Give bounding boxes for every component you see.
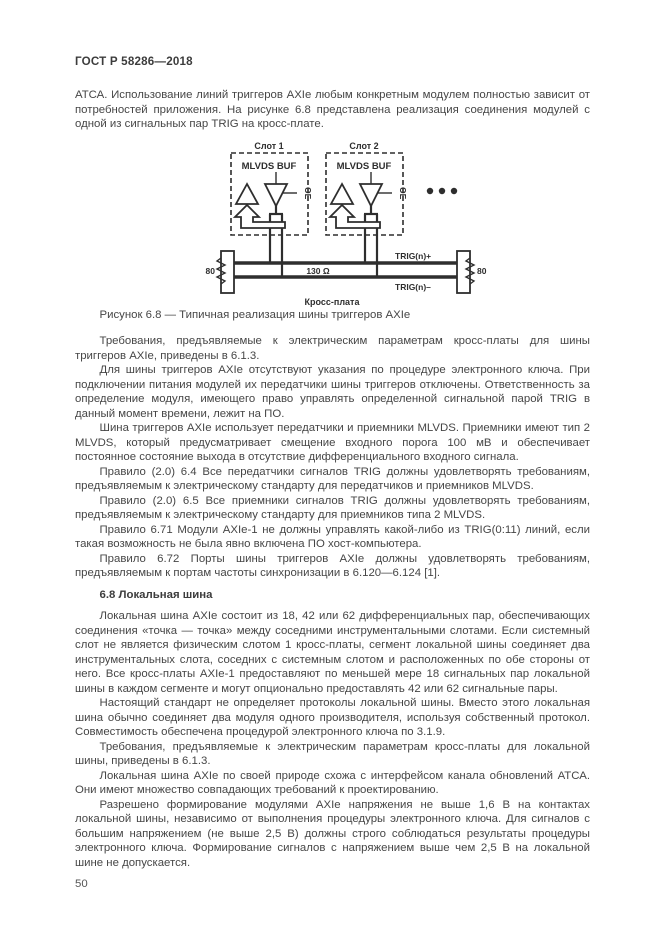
page-number: 50 [75,878,88,890]
termination-value-left: 80 [206,266,216,276]
backplane-bus: 80 80 130 Ω TRIG(n)+ TRIG(n)– Кросс-плат… [206,249,487,307]
paragraph: Требования, предъявляемые к электрически… [75,740,590,768]
paragraph: Правило 6.71 Модули AXIe-1 не должны упр… [75,523,590,551]
paragraph: Правило 6.72 Порты шины триггеров AXIe д… [75,552,590,580]
slot-1: Слот 1 MLVDS BUF OE [230,141,313,276]
figure-diagram: Слот 1 MLVDS BUF OE Слот 2 [201,140,493,308]
slot-1-box [230,151,309,236]
slot-2: Слот 2 MLVDS BUF OE [325,141,408,276]
termination-block-right [456,249,471,294]
trig-plus-label: TRIG(n)+ [395,251,431,261]
paragraph: Разрешено формирование модулями AXIe нап… [75,798,590,869]
trigger-bus-schematic: Слот 1 MLVDS BUF OE Слот 2 [206,141,487,307]
section-heading: 6.8 Локальная шина [99,588,213,601]
paragraph: Локальная шина AXIe состоит из 18, 42 ил… [75,610,590,695]
driver-triangle-icon [358,182,384,208]
bus-to-receiver-arrow-icon [327,203,381,229]
intro-paragraph: АТСА. Использование линий триггеров AXIe… [75,89,590,130]
receiver-triangle-icon [234,181,260,205]
figure-caption: Рисунок 6.8 — Типичная реализация шины т… [99,308,411,321]
receiver-triangle-icon [329,181,355,205]
paragraph: Шина триггеров AXIe использует передатчи… [75,422,590,463]
mlvds-buffer-label: MLVDS BUF [242,161,297,172]
trig-minus-label: TRIG(n)– [395,282,431,292]
paragraph: Требования, предъявляемые к электрически… [75,335,590,362]
mlvds-buffer-label: MLVDS BUF [337,161,392,172]
termination-resistor-right-icon [464,256,476,285]
paragraph: Правило (2.0) 6.4 Все передатчики сигнал… [75,465,590,493]
paragraph: Правило (2.0) 6.5 Все приемники сигналов… [75,494,590,522]
backplane-label: Кросс-плата [305,297,361,307]
slot-2-label: Слот 2 [349,141,378,151]
termination-value-right: 80 [477,266,487,276]
paragraph: Для шины триггеров AXIe отсутствуют указ… [75,364,590,420]
more-slots-ellipsis-icon [426,187,458,194]
driver-triangle-icon [263,182,289,208]
slot-1-label: Слот 1 [254,141,283,151]
impedance-label: 130 Ω [306,266,330,276]
paragraph: Локальная шина AXIe по своей природе схо… [75,769,590,797]
termination-resistor-left-icon [215,256,227,285]
slot-2-box [325,151,404,236]
paragraph: Настоящий стандарт не определяет протоко… [75,697,590,738]
oe-label: OE [303,187,313,200]
page-header: ГОСТ Р 58286—2018 [75,55,193,68]
bus-to-receiver-arrow-icon [232,203,286,229]
oe-label: OE [398,187,408,200]
termination-block-left [220,249,235,294]
